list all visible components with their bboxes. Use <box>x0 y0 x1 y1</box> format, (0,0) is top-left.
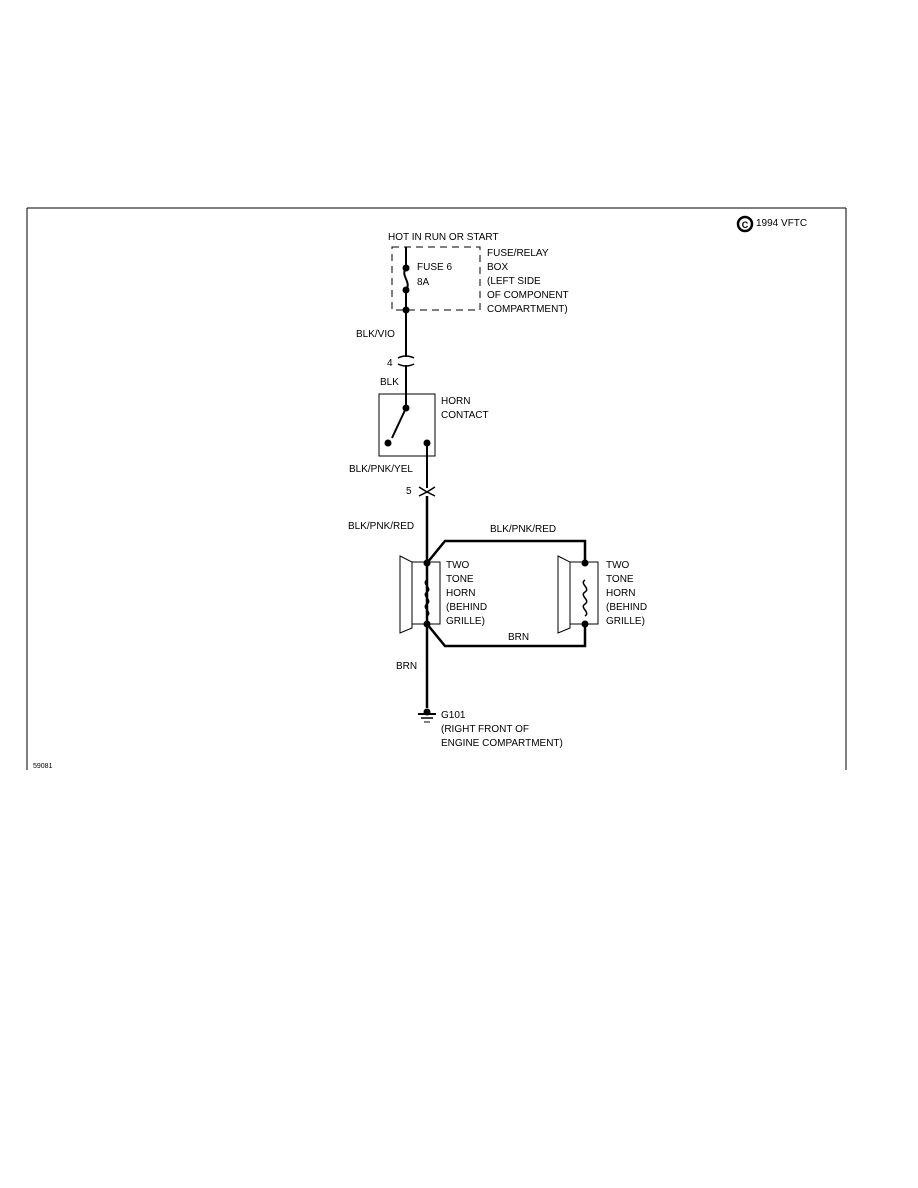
diagram-frame <box>26 207 847 770</box>
horn-interconnect-wires <box>426 539 587 648</box>
horn-contact-line: HORN <box>441 396 471 407</box>
wire-label-blk-pnk-red-left: BLK/PNK/RED <box>348 521 415 532</box>
connector-4-icon <box>397 355 415 367</box>
ground-line: ENGINE COMPARTMENT) <box>441 738 563 749</box>
wire-label-brn: BRN <box>396 661 418 672</box>
horn-left-line: TWO <box>446 560 470 571</box>
wire-label-blk-pnk-red-top: BLK/PNK/RED <box>490 524 557 535</box>
horn-left-description: TWO TONE HORN (BEHIND GRILLE) <box>446 559 487 629</box>
wire-label-blk: BLK <box>380 377 399 388</box>
wire-label-blk-pnk-yel: BLK/PNK/YEL <box>349 464 413 475</box>
horn-contact-line: CONTACT <box>441 410 489 421</box>
horn-contact-description: HORN CONTACT <box>441 395 489 423</box>
fuse-box-line: FUSE/RELAY <box>487 248 549 259</box>
wire-label-brn-bottom: BRN <box>508 632 530 643</box>
horn-right-line: HORN <box>606 588 636 599</box>
connector-5-label: 5 <box>406 486 412 497</box>
horn-right-line: TWO <box>606 560 630 571</box>
horn-right-line: TONE <box>606 574 634 585</box>
figure-id-label: 59081 <box>33 763 53 770</box>
copyright-text: 1994 VFTC <box>756 218 808 229</box>
ground-line: G101 <box>441 710 466 721</box>
horn-left-line: GRILLE) <box>446 616 485 627</box>
fuse-relay-box <box>391 246 481 311</box>
fuse-box-line: COMPARTMENT) <box>487 304 568 315</box>
fuse-rating-label: 8A <box>417 277 430 288</box>
horn-left-icon <box>399 555 441 634</box>
horn-left-line: HORN <box>446 588 476 599</box>
horn-right-icon <box>557 555 599 634</box>
horn-contact-box <box>378 393 436 457</box>
copyright-symbol-icon <box>736 215 754 233</box>
copyright-symbol-letter: C <box>742 220 749 230</box>
fuse-box-line: OF COMPONENT <box>487 290 569 301</box>
horn-right-description: TWO TONE HORN (BEHIND GRILLE) <box>606 559 647 629</box>
ground-icon <box>418 708 436 723</box>
fuse-name-label: FUSE 6 <box>417 262 453 273</box>
connector-5-icon <box>418 486 436 497</box>
ground-description: G101 (RIGHT FRONT OF ENGINE COMPARTMENT) <box>441 709 563 751</box>
fuse-6-symbol <box>403 247 409 357</box>
fuse-terminals <box>402 264 410 314</box>
connector-4-label: 4 <box>387 358 393 369</box>
horn-right-line: GRILLE) <box>606 616 645 627</box>
fuse-box-line: BOX <box>487 262 509 273</box>
ground-line: (RIGHT FRONT OF <box>441 724 529 735</box>
horn-left-line: (BEHIND <box>446 602 488 613</box>
wire-label-blk-vio: BLK/VIO <box>356 329 395 340</box>
hot-in-run-or-start-label: HOT IN RUN OR START <box>388 232 499 243</box>
horn-right-line: (BEHIND <box>606 602 648 613</box>
fuse-box-line: (LEFT SIDE <box>487 276 541 287</box>
horn-contact-switch-icon <box>384 404 431 447</box>
fuse-box-description: FUSE/RELAY BOX (LEFT SIDE OF COMPONENT C… <box>487 247 569 317</box>
horn-left-line: TONE <box>446 574 474 585</box>
